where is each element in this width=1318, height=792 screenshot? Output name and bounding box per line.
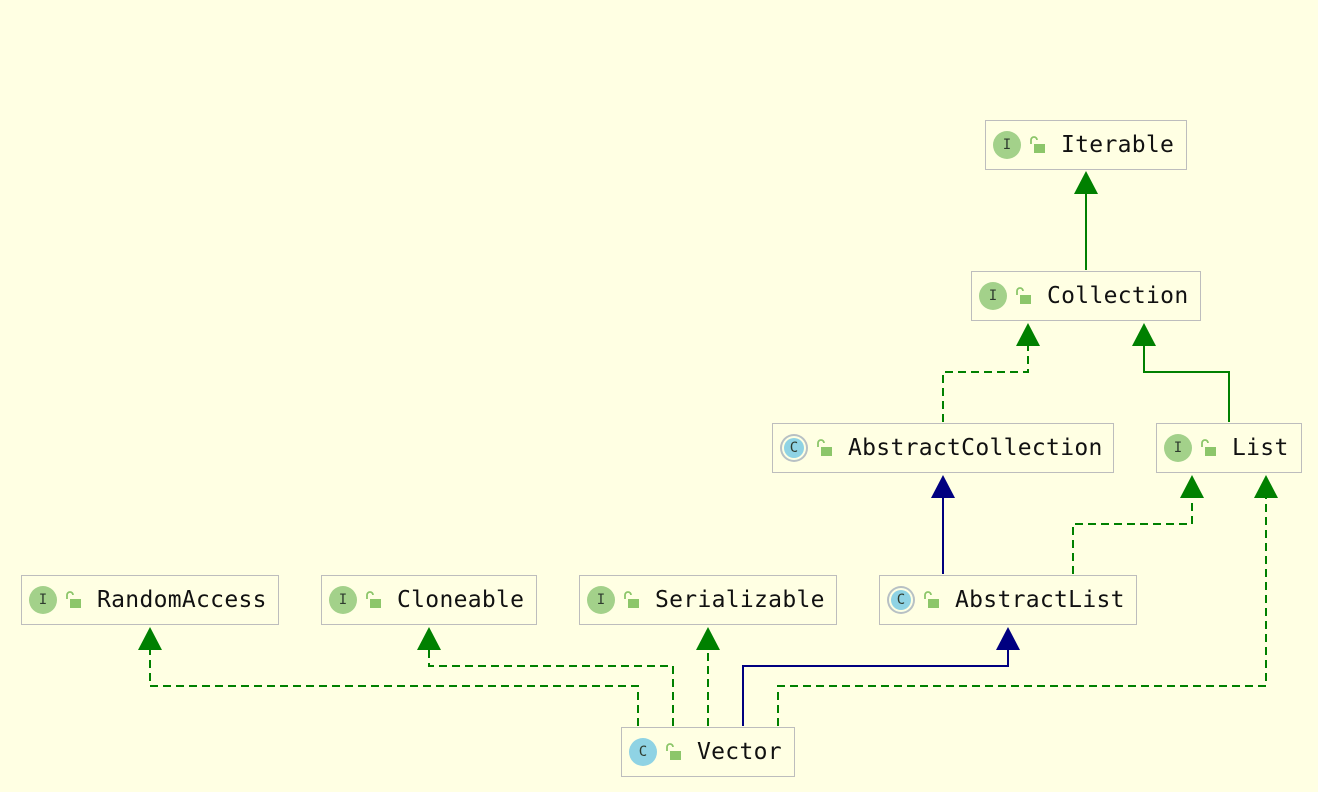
- node-cloneable[interactable]: I Cloneable: [321, 575, 537, 625]
- abstract-class-badge-icon: C: [889, 588, 913, 612]
- node-label: AbstractList: [955, 587, 1125, 613]
- edge-vector-serializable: [696, 627, 720, 726]
- node-iterable[interactable]: I Iterable: [985, 120, 1187, 170]
- edge-abstractlist-list: [1072, 475, 1204, 574]
- arrowhead: [1132, 323, 1156, 346]
- node-label: Cloneable: [397, 587, 525, 613]
- interface-badge-icon: I: [1164, 434, 1192, 462]
- edge-vector-randomaccess: [138, 627, 639, 726]
- node-vector[interactable]: C Vector: [621, 727, 795, 777]
- arrowhead: [1180, 475, 1204, 498]
- node-list[interactable]: I List: [1156, 423, 1302, 473]
- arrowhead: [1254, 475, 1278, 498]
- arrowhead: [138, 627, 162, 650]
- unlocked-lock-icon: [366, 591, 381, 608]
- unlocked-lock-icon: [666, 743, 681, 760]
- unlocked-lock-icon: [624, 591, 639, 608]
- unlocked-lock-icon: [924, 591, 939, 608]
- unlocked-lock-icon: [817, 439, 832, 456]
- unlocked-lock-icon: [1030, 136, 1045, 153]
- arrowhead: [1016, 323, 1040, 346]
- node-collection[interactable]: I Collection: [971, 271, 1201, 321]
- interface-badge-icon: I: [979, 282, 1007, 310]
- edge-collection-iterable: [1074, 171, 1098, 270]
- edge-vector-abstractlist: [742, 627, 1020, 726]
- unlocked-lock-icon: [1016, 287, 1031, 304]
- arrowhead: [996, 627, 1020, 650]
- arrowhead: [1074, 171, 1098, 194]
- edge-abstractcollection-collection: [942, 323, 1040, 422]
- abstract-class-badge-icon: C: [782, 436, 806, 460]
- node-label: List: [1232, 435, 1289, 461]
- node-label: RandomAccess: [97, 587, 267, 613]
- unlocked-lock-icon: [1201, 439, 1216, 456]
- interface-badge-icon: I: [29, 586, 57, 614]
- arrowhead: [696, 627, 720, 650]
- node-abstract-list[interactable]: C AbstractList: [879, 575, 1137, 625]
- edge-vector-cloneable: [417, 627, 674, 726]
- arrowhead: [931, 475, 955, 498]
- node-label: Vector: [697, 739, 782, 765]
- edge-list-collection: [1132, 323, 1230, 422]
- node-label: Collection: [1047, 283, 1189, 309]
- interface-badge-icon: I: [993, 131, 1021, 159]
- edge-abstractlist-abstractcollection: [931, 475, 955, 574]
- unlocked-lock-icon: [66, 591, 81, 608]
- edge-vector-list: [777, 475, 1278, 726]
- node-label: Iterable: [1061, 132, 1175, 158]
- node-abstract-collection[interactable]: C AbstractCollection: [772, 423, 1114, 473]
- interface-badge-icon: I: [587, 586, 615, 614]
- class-badge-icon: C: [629, 738, 657, 766]
- node-serializable[interactable]: I Serializable: [579, 575, 837, 625]
- node-label: AbstractCollection: [848, 435, 1103, 461]
- node-label: Serializable: [655, 587, 825, 613]
- node-random-access[interactable]: I RandomAccess: [21, 575, 279, 625]
- interface-badge-icon: I: [329, 586, 357, 614]
- arrowhead: [417, 627, 441, 650]
